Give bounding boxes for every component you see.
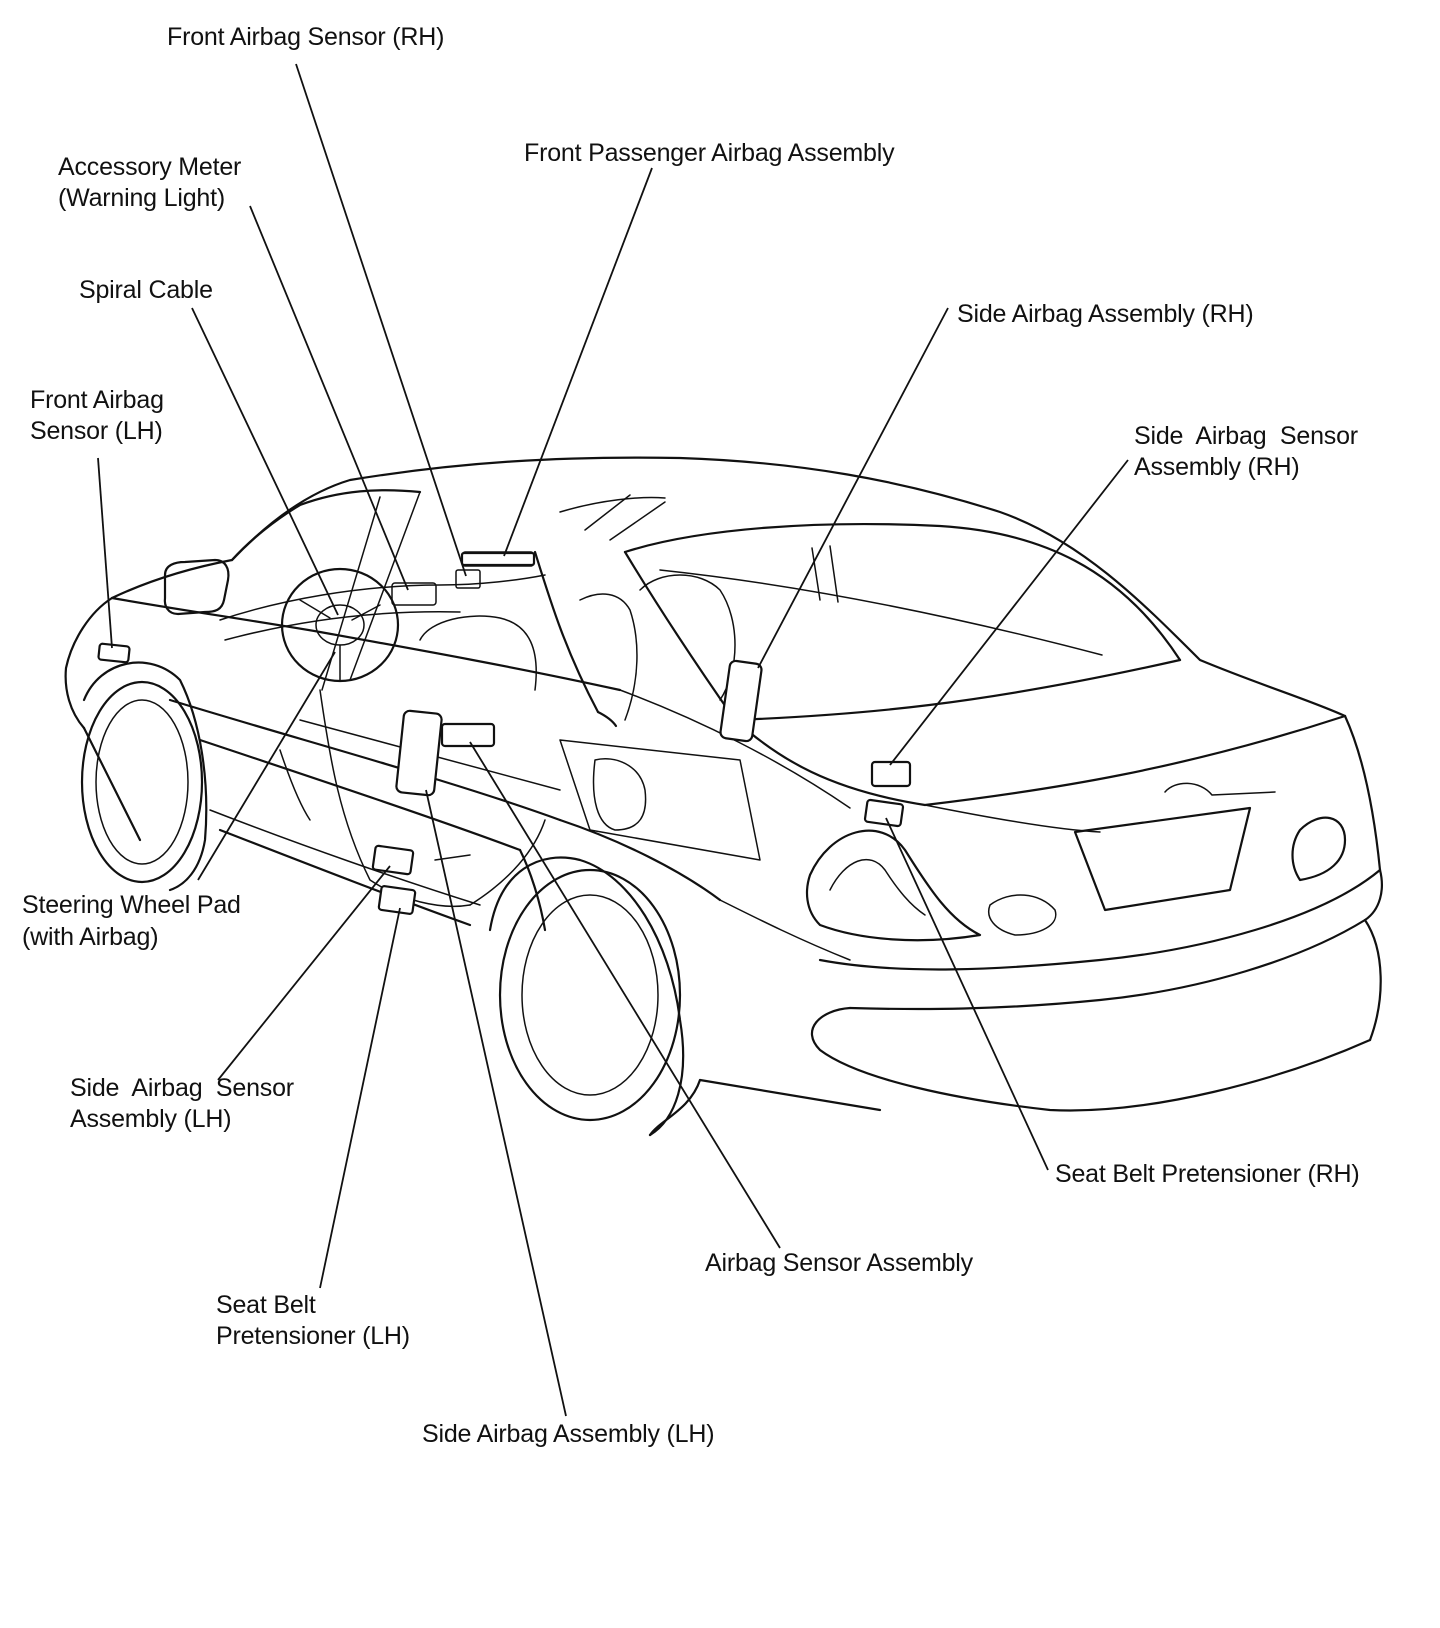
label-front-passenger-airbag: Front Passenger Airbag Assembly	[524, 139, 895, 167]
front-passenger-airbag-part	[460, 551, 536, 567]
side-airbag-assembly-rh-part	[719, 659, 763, 743]
seat-belt-pretensioner-lh-part	[377, 885, 417, 915]
label-front-airbag-sensor-lh-line2: Sensor (LH)	[30, 417, 163, 445]
leader-side-airbag-sensor-lh	[217, 865, 391, 1081]
side-airbag-sensor-lh-part	[371, 844, 415, 876]
label-side-airbag-sensor-rh-line2: Assembly (RH)	[1134, 453, 1300, 481]
leader-front-airbag-sensor-lh	[97, 457, 113, 649]
label-accessory-meter-line2: (Warning Light)	[58, 184, 225, 212]
components	[97, 551, 912, 915]
label-airbag-sensor-assembly: Airbag Sensor Assembly	[705, 1249, 973, 1277]
leader-seat-belt-pretensioner-rh	[885, 817, 1049, 1171]
leader-seat-belt-pretensioner-lh	[319, 907, 401, 1289]
front-airbag-sensor-lh-part	[97, 642, 131, 664]
leader-airbag-sensor-assembly	[469, 741, 781, 1249]
label-steering-wheel-pad-line1: Steering Wheel Pad	[22, 891, 241, 919]
leader-lines	[97, 63, 1129, 1417]
airbag-sensor-assembly-part	[440, 722, 496, 748]
label-seat-belt-pretensioner-lh-line2: Pretensioner (LH)	[216, 1322, 410, 1350]
label-front-airbag-sensor-rh: Front Airbag Sensor (RH)	[167, 23, 445, 51]
leader-front-passenger-airbag	[503, 167, 653, 557]
label-side-airbag-assembly-lh: Side Airbag Assembly (LH)	[422, 1420, 715, 1448]
car-body-outline	[64, 456, 1383, 1137]
label-spiral-cable: Spiral Cable	[79, 276, 213, 304]
label-side-airbag-sensor-lh-line2: Assembly (LH)	[70, 1105, 232, 1133]
leader-front-airbag-sensor-rh	[295, 63, 467, 577]
label-front-airbag-sensor-lh-line1: Front Airbag	[30, 386, 164, 414]
leader-side-airbag-sensor-rh	[889, 459, 1129, 766]
label-accessory-meter-line1: Accessory Meter	[58, 153, 242, 181]
label-seat-belt-pretensioner-rh: Seat Belt Pretensioner (RH)	[1055, 1160, 1360, 1188]
seat-belt-pretensioner-rh-part	[863, 798, 905, 828]
leader-side-airbag-lh	[425, 789, 567, 1417]
side-airbag-assembly-lh-part	[395, 709, 443, 797]
leader-accessory-meter	[249, 205, 409, 591]
label-side-airbag-sensor-rh-line1: Side Airbag Sensor	[1134, 422, 1358, 450]
leader-side-airbag-rh	[757, 307, 949, 669]
label-side-airbag-assembly-rh: Side Airbag Assembly (RH)	[957, 300, 1254, 328]
side-airbag-sensor-rh-part	[870, 760, 912, 788]
leader-spiral-cable	[191, 307, 339, 616]
leader-steering-wheel-pad	[197, 651, 336, 881]
label-steering-wheel-pad-line2: (with Airbag)	[22, 923, 159, 951]
label-seat-belt-pretensioner-lh-line1: Seat Belt	[216, 1291, 316, 1319]
label-side-airbag-sensor-lh-line1: Side Airbag Sensor	[70, 1074, 294, 1102]
